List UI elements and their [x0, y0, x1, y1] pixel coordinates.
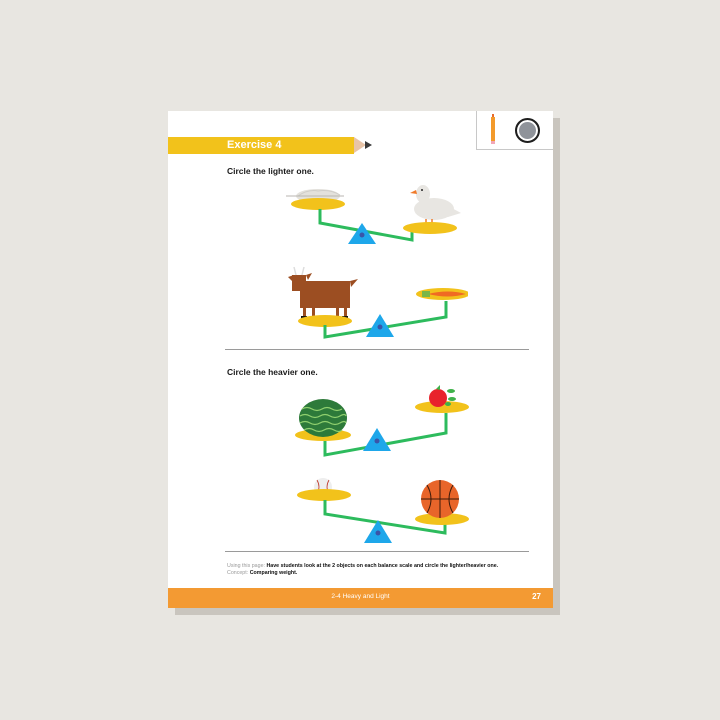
chapter-title: 2-4 Heavy and Light: [331, 593, 390, 600]
exercise-title: Exercise 4: [227, 139, 282, 151]
left-pan: [297, 489, 351, 501]
pencil-tip-icon: [354, 137, 366, 153]
page-number: 27: [532, 592, 541, 601]
gray-circle-icon: [515, 118, 540, 143]
balance-beam: [323, 500, 447, 535]
basketball-icon: [421, 480, 459, 518]
exercise-pencil-banner: [168, 137, 354, 154]
carrot-icon: [422, 291, 466, 297]
fulcrum-pivot: [375, 530, 381, 536]
corner-icon-box: [476, 111, 553, 150]
concept-text: Comparing weight.: [249, 570, 298, 576]
fulcrum-pivot: [374, 438, 380, 444]
right-pan: [403, 222, 457, 234]
goat-icon: [288, 266, 358, 319]
balance-scale-watermelon-radish: [290, 383, 470, 463]
balance-scale-feather-duck: [286, 179, 466, 254]
usage-text: Have students look at the 2 objects on e…: [266, 563, 499, 569]
footer-divider: [225, 551, 529, 552]
duck-icon: [410, 185, 461, 226]
footer-bar: 2-4 Heavy and Light 27: [168, 588, 553, 608]
balance-scale-goat-carrot: [288, 263, 468, 343]
usage-label: Using this page:: [227, 563, 265, 569]
concept-label: Concept:: [227, 570, 249, 576]
pencil-lead-icon: [365, 141, 372, 149]
radish-icon: [429, 385, 456, 407]
watermelon-icon: [299, 399, 347, 437]
right-pan: [415, 513, 469, 525]
fulcrum-pivot: [377, 324, 383, 330]
worksheet-page: Exercise 4 Circle the lighter one.: [168, 111, 553, 608]
section-divider: [225, 349, 529, 350]
pencil-icon: [491, 114, 495, 144]
right-pan: [415, 401, 469, 413]
fulcrum-pivot: [359, 232, 365, 238]
left-pan: [298, 315, 352, 327]
teacher-note-concept: Concept: Comparing weight.: [227, 570, 498, 577]
teacher-note-usage: Using this page: Have students look at t…: [227, 563, 498, 570]
left-pan: [291, 198, 345, 210]
teacher-note: Using this page: Have students look at t…: [227, 563, 498, 577]
balance-scale-baseball-basketball: [290, 471, 470, 551]
instruction-heavier: Circle the heavier one.: [227, 367, 318, 377]
instruction-lighter: Circle the lighter one.: [227, 166, 314, 176]
